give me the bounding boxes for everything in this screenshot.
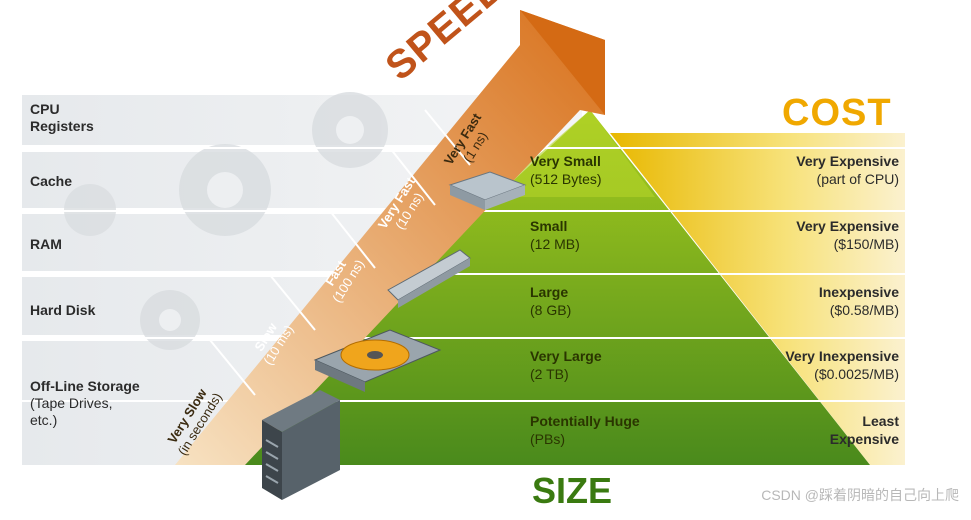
cost-band [610, 133, 905, 465]
speed-arrow [175, 10, 605, 465]
size-title: SIZE [532, 470, 613, 511]
gear-icon [64, 92, 388, 350]
cost-label-offline: Least Expensive [829, 413, 899, 447]
level-label-registers: CPU Registers [30, 101, 94, 134]
level-label-harddisk: Hard Disk [30, 302, 96, 318]
cost-title: COST [782, 92, 892, 134]
level-label-ram: RAM [30, 236, 62, 252]
ram-module-icon [387, 249, 471, 308]
level-label-offline: Off-Line Storage (Tape Drives, etc.) [30, 378, 140, 428]
cost-label-cache: Very Expensive ($150/MB) [796, 218, 899, 252]
watermark: CSDN @踩着阴暗的自己向上爬 [761, 487, 959, 503]
size-label-harddisk: Very Large (2 TB) [530, 348, 602, 382]
size-label-cache: Small (12 MB) [530, 218, 580, 252]
size-label-offline: Potentially Huge (PBs) [530, 413, 640, 447]
cost-label-ram: Inexpensive ($0.58/MB) [818, 284, 899, 318]
cpu-chip-icon [448, 171, 527, 210]
size-label-ram: Large (8 GB) [530, 284, 572, 318]
cost-label-harddisk: Very Inexpensive ($0.0025/MB) [785, 348, 899, 382]
cost-bands [610, 133, 905, 465]
server-tower-icon [262, 390, 340, 500]
size-label-registers: Very Small (512 Bytes) [530, 153, 602, 187]
level-label-cache: Cache [30, 173, 73, 189]
hard-disk-icon [313, 329, 442, 392]
cost-label-registers: Very Expensive (part of CPU) [796, 153, 899, 187]
